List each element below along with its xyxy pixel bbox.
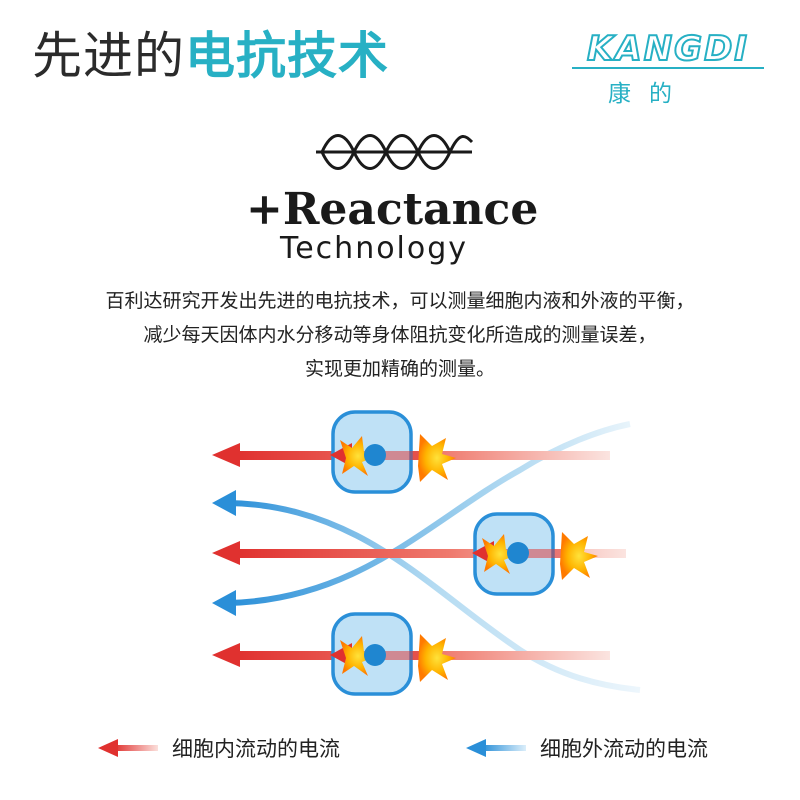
description-line-3: 实现更加精确的测量。 [304,358,495,380]
description-line-2: 减少每天因体内水分移动等身体阻抗变化所造成的测量误差， [143,324,657,346]
blue-arrowhead-2 [212,590,236,616]
description: 百利达研究开发出先进的电抗技术，可以测量细胞内液和外液的平衡， 减少每天因体内水… [20,284,780,386]
cell-nucleus [364,444,386,466]
logo-reactance-text: +Reactance [246,184,538,235]
logo-technology-text: Technology [279,231,468,266]
legend-intracellular-label: 细胞内流动的电流 [172,737,340,761]
red-arrow-2-shaft [236,549,626,558]
blue-curve-1 [227,500,641,693]
page-title: 先进的电抗技术 [32,26,389,86]
spark-burst-icon [340,436,376,476]
blue-curve-2 [227,421,631,606]
legend-extracellular: 细胞外流动的电流 [464,728,708,768]
cell-nucleus [507,542,529,564]
spark-burst-icon [418,634,456,682]
blue-arrow-icon [466,739,526,757]
legend-intracellular: 细胞内流动的电流 [96,728,340,768]
title-plain: 先进的 [32,27,185,85]
sine-wave-icon [316,134,474,170]
logo-latin: KANGDI [587,30,749,69]
title-accent: 电抗技术 [185,27,389,85]
red-arrowhead-1 [212,443,240,467]
cell-icon [330,410,456,494]
blue-arrowhead-1 [212,490,236,516]
logo-chinese: 康的 [608,81,690,107]
spark-burst-icon [418,434,456,482]
extracellular-current [212,421,641,693]
red-arrowhead-3 [212,643,240,667]
current-flow-diagram [212,410,641,696]
red-arrowhead-2 [212,541,240,565]
cell-icon [330,612,456,696]
kangdi-logo: KANGDI [572,30,764,70]
spark-burst-icon [482,534,518,574]
spark-burst-icon [340,636,376,676]
red-arrow-icon [98,739,158,757]
reactance-technology-logo: +Reactance Technology [246,134,538,266]
legend-extracellular-label: 细胞外流动的电流 [540,737,708,761]
cell-icon [472,512,598,596]
description-line-1: 百利达研究开发出先进的电抗技术，可以测量细胞内液和外液的平衡， [105,290,695,312]
cell-nucleus [364,644,386,666]
spark-burst-icon [560,532,598,580]
